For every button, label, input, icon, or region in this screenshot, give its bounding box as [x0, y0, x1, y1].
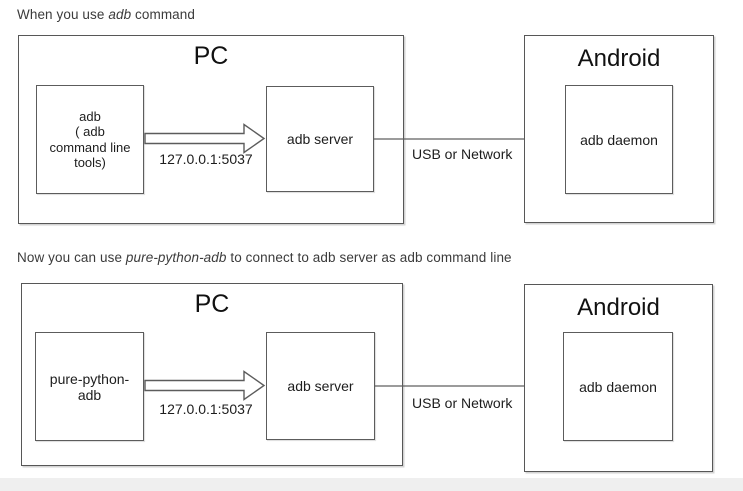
android-title: Android: [577, 45, 661, 72]
heading2-prefix: Now you can use: [17, 250, 126, 265]
heading-pure-python-adb: Now you can use pure-python-adb to conne…: [17, 250, 512, 265]
usb-network-label: USB or Network: [412, 395, 513, 411]
pure-python-adb-label: pure-python- adb: [49, 370, 130, 403]
client-to-server-block-arrow-icon: [144, 123, 266, 154]
pure-python-adb-box: pure-python- adb: [35, 332, 144, 441]
pc-title: PC: [194, 290, 230, 318]
adb-server-box: adb server: [266, 332, 375, 440]
client-to-server-block-arrow-icon: [144, 370, 266, 401]
heading2-suffix: to connect to adb server as adb command …: [226, 250, 512, 265]
heading1-emphasis: adb: [108, 7, 132, 22]
pc-title: PC: [193, 42, 229, 70]
adb-daemon-box: adb daemon: [563, 332, 673, 441]
adb-client-label: adb ( adb command line tools): [49, 108, 131, 171]
adb-daemon-label: adb daemon: [579, 378, 657, 395]
adb-server-label: adb server: [286, 131, 354, 147]
adb-daemon-box: adb daemon: [565, 85, 673, 194]
android-title: Android: [577, 294, 660, 321]
usb-network-label: USB or Network: [412, 146, 513, 162]
bottom-band: [0, 478, 743, 491]
port-label: 127.0.0.1:5037: [159, 151, 253, 167]
heading1-suffix: command: [131, 7, 196, 22]
adb-client-box: adb ( adb command line tools): [36, 85, 144, 194]
adb-server-box: adb server: [266, 86, 374, 192]
heading1-prefix: When you use: [17, 7, 109, 22]
heading2-emphasis: pure-python-adb: [125, 250, 227, 265]
port-label: 127.0.0.1:5037: [159, 401, 253, 417]
heading-when-you-use-adb: When you use adb command: [17, 7, 195, 22]
adb-server-label: adb server: [287, 378, 354, 394]
adb-daemon-label: adb daemon: [580, 131, 658, 148]
